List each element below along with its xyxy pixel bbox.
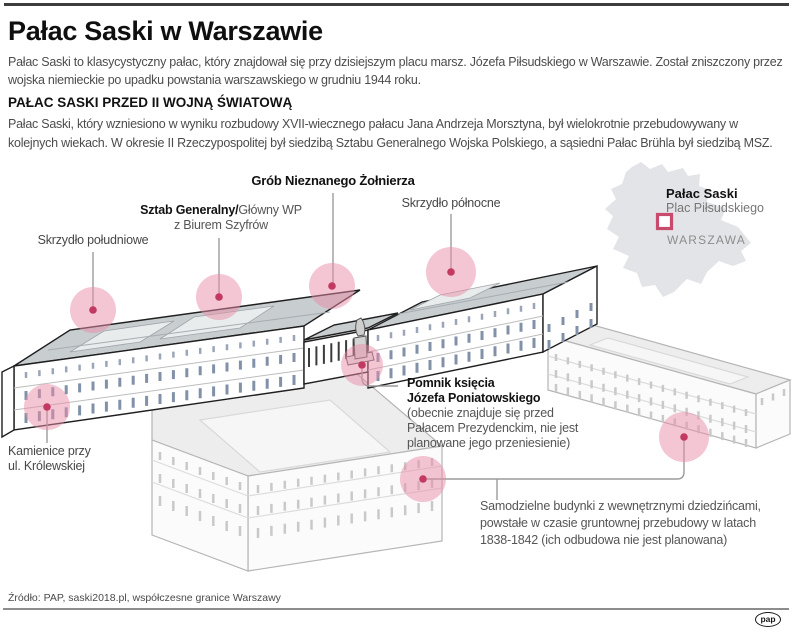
map-label-city: WARSZAWA: [667, 233, 746, 247]
ghost-building-right: [546, 321, 792, 449]
label-independent-buildings: Samodzielne budynki z wewnętrznymi dzied…: [480, 499, 761, 547]
poi-north-wing: [426, 247, 476, 297]
page-title: Pałac Saski w Warszawie: [8, 16, 323, 46]
poi-staff: [196, 274, 242, 320]
label-general-staff: Sztab Generalny/Główny WP z Biurem Szyfr…: [136, 203, 306, 233]
label-monument-note: (obecnie znajduje się przed Pałacem Prez…: [407, 406, 579, 450]
section-heading: PAŁAC SASKI PRZED II WOJNĄ ŚWIATOWĄ: [8, 95, 293, 110]
poi-independent-right: [659, 412, 709, 462]
poi-monument: [341, 344, 383, 386]
pap-logo: pap: [755, 612, 781, 627]
leader-independent: [423, 438, 685, 480]
colonnade-roof: [303, 312, 399, 341]
label-tenements: Kamienice przy ul. Królewskiej: [8, 444, 91, 473]
footer-rule: [3, 608, 789, 610]
label-tomb-unknown-soldier: Grób Nieznanego Żołnierza: [251, 173, 415, 188]
map-label-palace: Pałac Saski: [666, 186, 738, 201]
intro-paragraph: Pałac Saski to klasycystyczny pałac, któ…: [8, 55, 783, 87]
label-monument: Pomnik księcia Józefa Poniatowskiego (ob…: [407, 376, 607, 451]
label-north-wing: Skrzydło północne: [401, 196, 501, 210]
ghost-bottom-courtyard: [198, 399, 392, 473]
palace-complex: [1, 264, 598, 439]
label-south-wing: Skrzydło południowe: [37, 233, 149, 247]
monument-statue: [355, 317, 366, 337]
ghost-right-endface: [755, 379, 791, 449]
ghost-right-courtyard: [588, 337, 750, 385]
poi-south-wing: [70, 287, 116, 333]
poi-circles: [24, 247, 709, 502]
top-rule: [4, 3, 789, 6]
map-label-square: Plac Piłsudskiego: [666, 201, 764, 215]
north-wing-endface: [542, 264, 598, 354]
warsaw-map-shape: [605, 162, 751, 297]
south-wing-courtyard-1: [69, 320, 175, 353]
poi-tomb: [309, 263, 355, 309]
poi-independent-left: [400, 456, 446, 502]
poi-tenements: [24, 384, 70, 430]
source-note: Źródło: PAP, saski2018.pl, współczesne g…: [8, 592, 281, 604]
label-general-staff-line2: z Biurem Szyfrów: [173, 218, 269, 232]
south-wing-endface: [1, 364, 15, 439]
label-general-staff-bold: Sztab Generalny/: [140, 203, 239, 217]
label-monument-title: Pomnik księcia Józefa Poniatowskiego: [407, 376, 541, 405]
map-marker-icon: [655, 212, 674, 231]
label-general-staff-regular: Główny WP: [238, 203, 302, 217]
ghost-bottom-facade-sw: [151, 439, 249, 572]
section-paragraph: Pałac Saski, który wzniesiono w wyniku r…: [8, 117, 773, 150]
